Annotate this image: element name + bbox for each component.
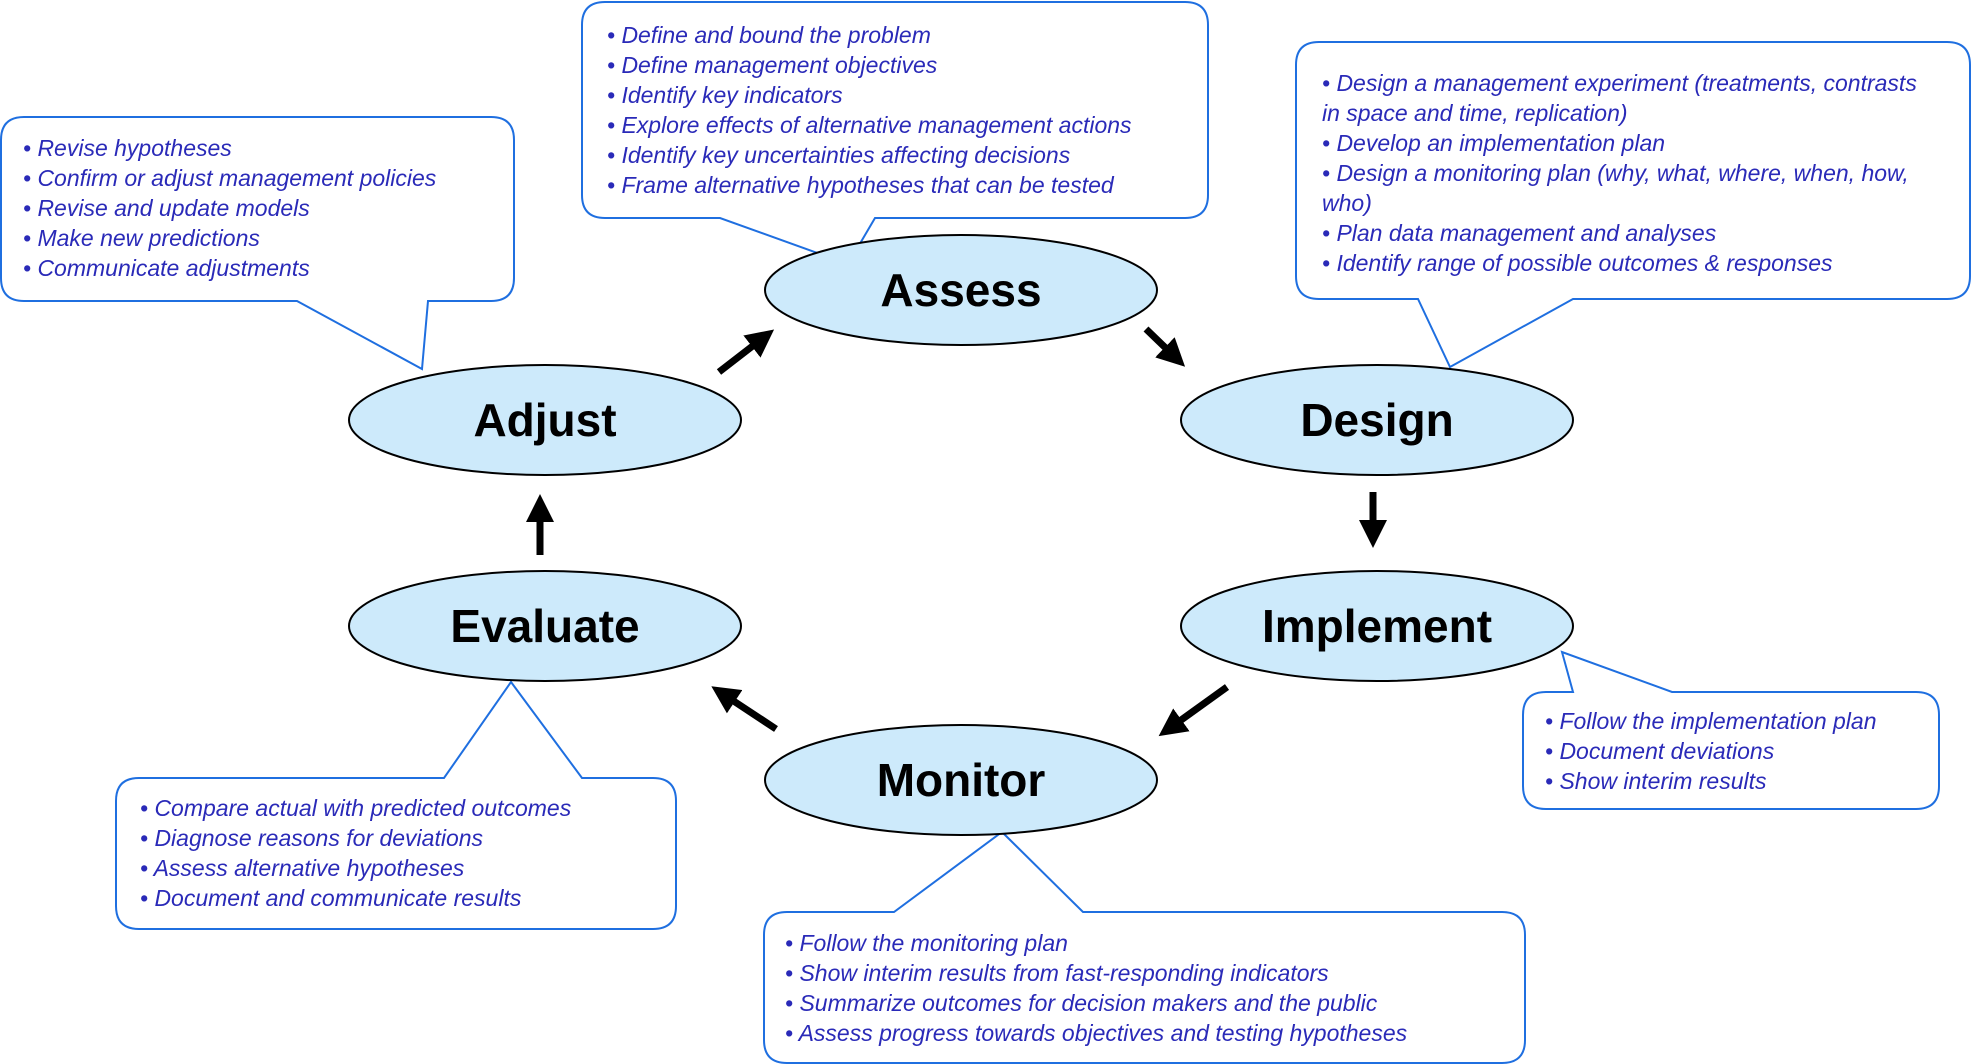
callout-item: • Define management objectives	[607, 52, 938, 78]
callout-item: • Follow the implementation plan	[1545, 708, 1877, 734]
callout-item: • Show interim results from fast-respond…	[785, 960, 1329, 986]
callout-item: • Explore effects of alternative managem…	[607, 112, 1132, 138]
callout-item: • Summarize outcomes for decision makers…	[785, 990, 1378, 1016]
node-design: Design	[1180, 364, 1574, 476]
node-design-label: Design	[1300, 394, 1453, 446]
arrow-adjust-to-assess	[716, 329, 775, 375]
callout-item: • Confirm or adjust management policies	[23, 165, 437, 191]
callout-item: • Communicate adjustments	[23, 255, 310, 281]
callout-item: • Identify key indicators	[607, 82, 843, 108]
evaluate-callout-bubble	[115, 680, 677, 930]
node-evaluate: Evaluate	[348, 570, 742, 682]
node-evaluate-label: Evaluate	[450, 600, 639, 652]
callout-item: • Follow the monitoring plan	[785, 930, 1068, 956]
callout-item: • Design a monitoring plan (why, what, w…	[1322, 160, 1909, 216]
arrow-implement-to-monitor	[1158, 684, 1230, 737]
callout-item: • Define and bound the problem	[607, 22, 931, 48]
adjust-callout: • Revise hypotheses • Confirm or adjust …	[23, 133, 436, 283]
callout-item: • Document deviations	[1545, 738, 1775, 764]
callout-item: • Design a management experiment (treatm…	[1322, 70, 1917, 126]
callout-item: • Diagnose reasons for deviations	[140, 825, 484, 851]
evaluate-callout: • Compare actual with predicted outcomes…	[140, 793, 571, 913]
adjust-callout-bubble	[0, 116, 515, 371]
callout-item: • Revise hypotheses	[23, 135, 232, 161]
monitor-callout-bubble	[763, 830, 1526, 1064]
node-monitor: Monitor	[764, 724, 1158, 836]
implement-callout: • Follow the implementation plan • Docum…	[1545, 706, 1877, 796]
node-assess-label: Assess	[880, 264, 1041, 316]
callout-item: • Frame alternative hypotheses that can …	[607, 172, 1114, 198]
node-implement: Implement	[1180, 570, 1574, 682]
design-callout: • Design a management experiment (treatm…	[1322, 68, 1922, 278]
callout-item: • Develop an implementation plan	[1322, 130, 1666, 156]
arrow-assess-to-design	[1143, 326, 1186, 367]
callout-item: • Assess progress towards objectives and…	[785, 1020, 1408, 1046]
callout-item: • Identify range of possible outcomes & …	[1322, 250, 1833, 276]
node-adjust-label: Adjust	[473, 394, 616, 446]
callout-item: • Assess alternative hypotheses	[140, 855, 465, 881]
callout-item: • Compare actual with predicted outcomes	[140, 795, 572, 821]
node-implement-label: Implement	[1262, 600, 1492, 652]
implement-callout-bubble	[1522, 650, 1940, 810]
arrow-monitor-to-evaluate	[711, 686, 778, 732]
node-monitor-label: Monitor	[877, 754, 1046, 806]
callout-item: • Make new predictions	[23, 225, 260, 251]
callout-item: • Identify key uncertainties affecting d…	[607, 142, 1071, 168]
monitor-callout: • Follow the monitoring plan • Show inte…	[785, 928, 1407, 1048]
callout-item: • Show interim results	[1545, 768, 1767, 794]
callout-item: • Revise and update models	[23, 195, 310, 221]
callout-item: • Document and communicate results	[140, 885, 522, 911]
callout-item: • Plan data management and analyses	[1322, 220, 1717, 246]
assess-callout: • Define and bound the problem • Define …	[607, 20, 1132, 200]
node-adjust: Adjust	[348, 364, 742, 476]
design-callout-bubble	[1295, 41, 1971, 369]
assess-callout-bubble	[581, 1, 1209, 266]
node-assess: Assess	[764, 234, 1158, 346]
